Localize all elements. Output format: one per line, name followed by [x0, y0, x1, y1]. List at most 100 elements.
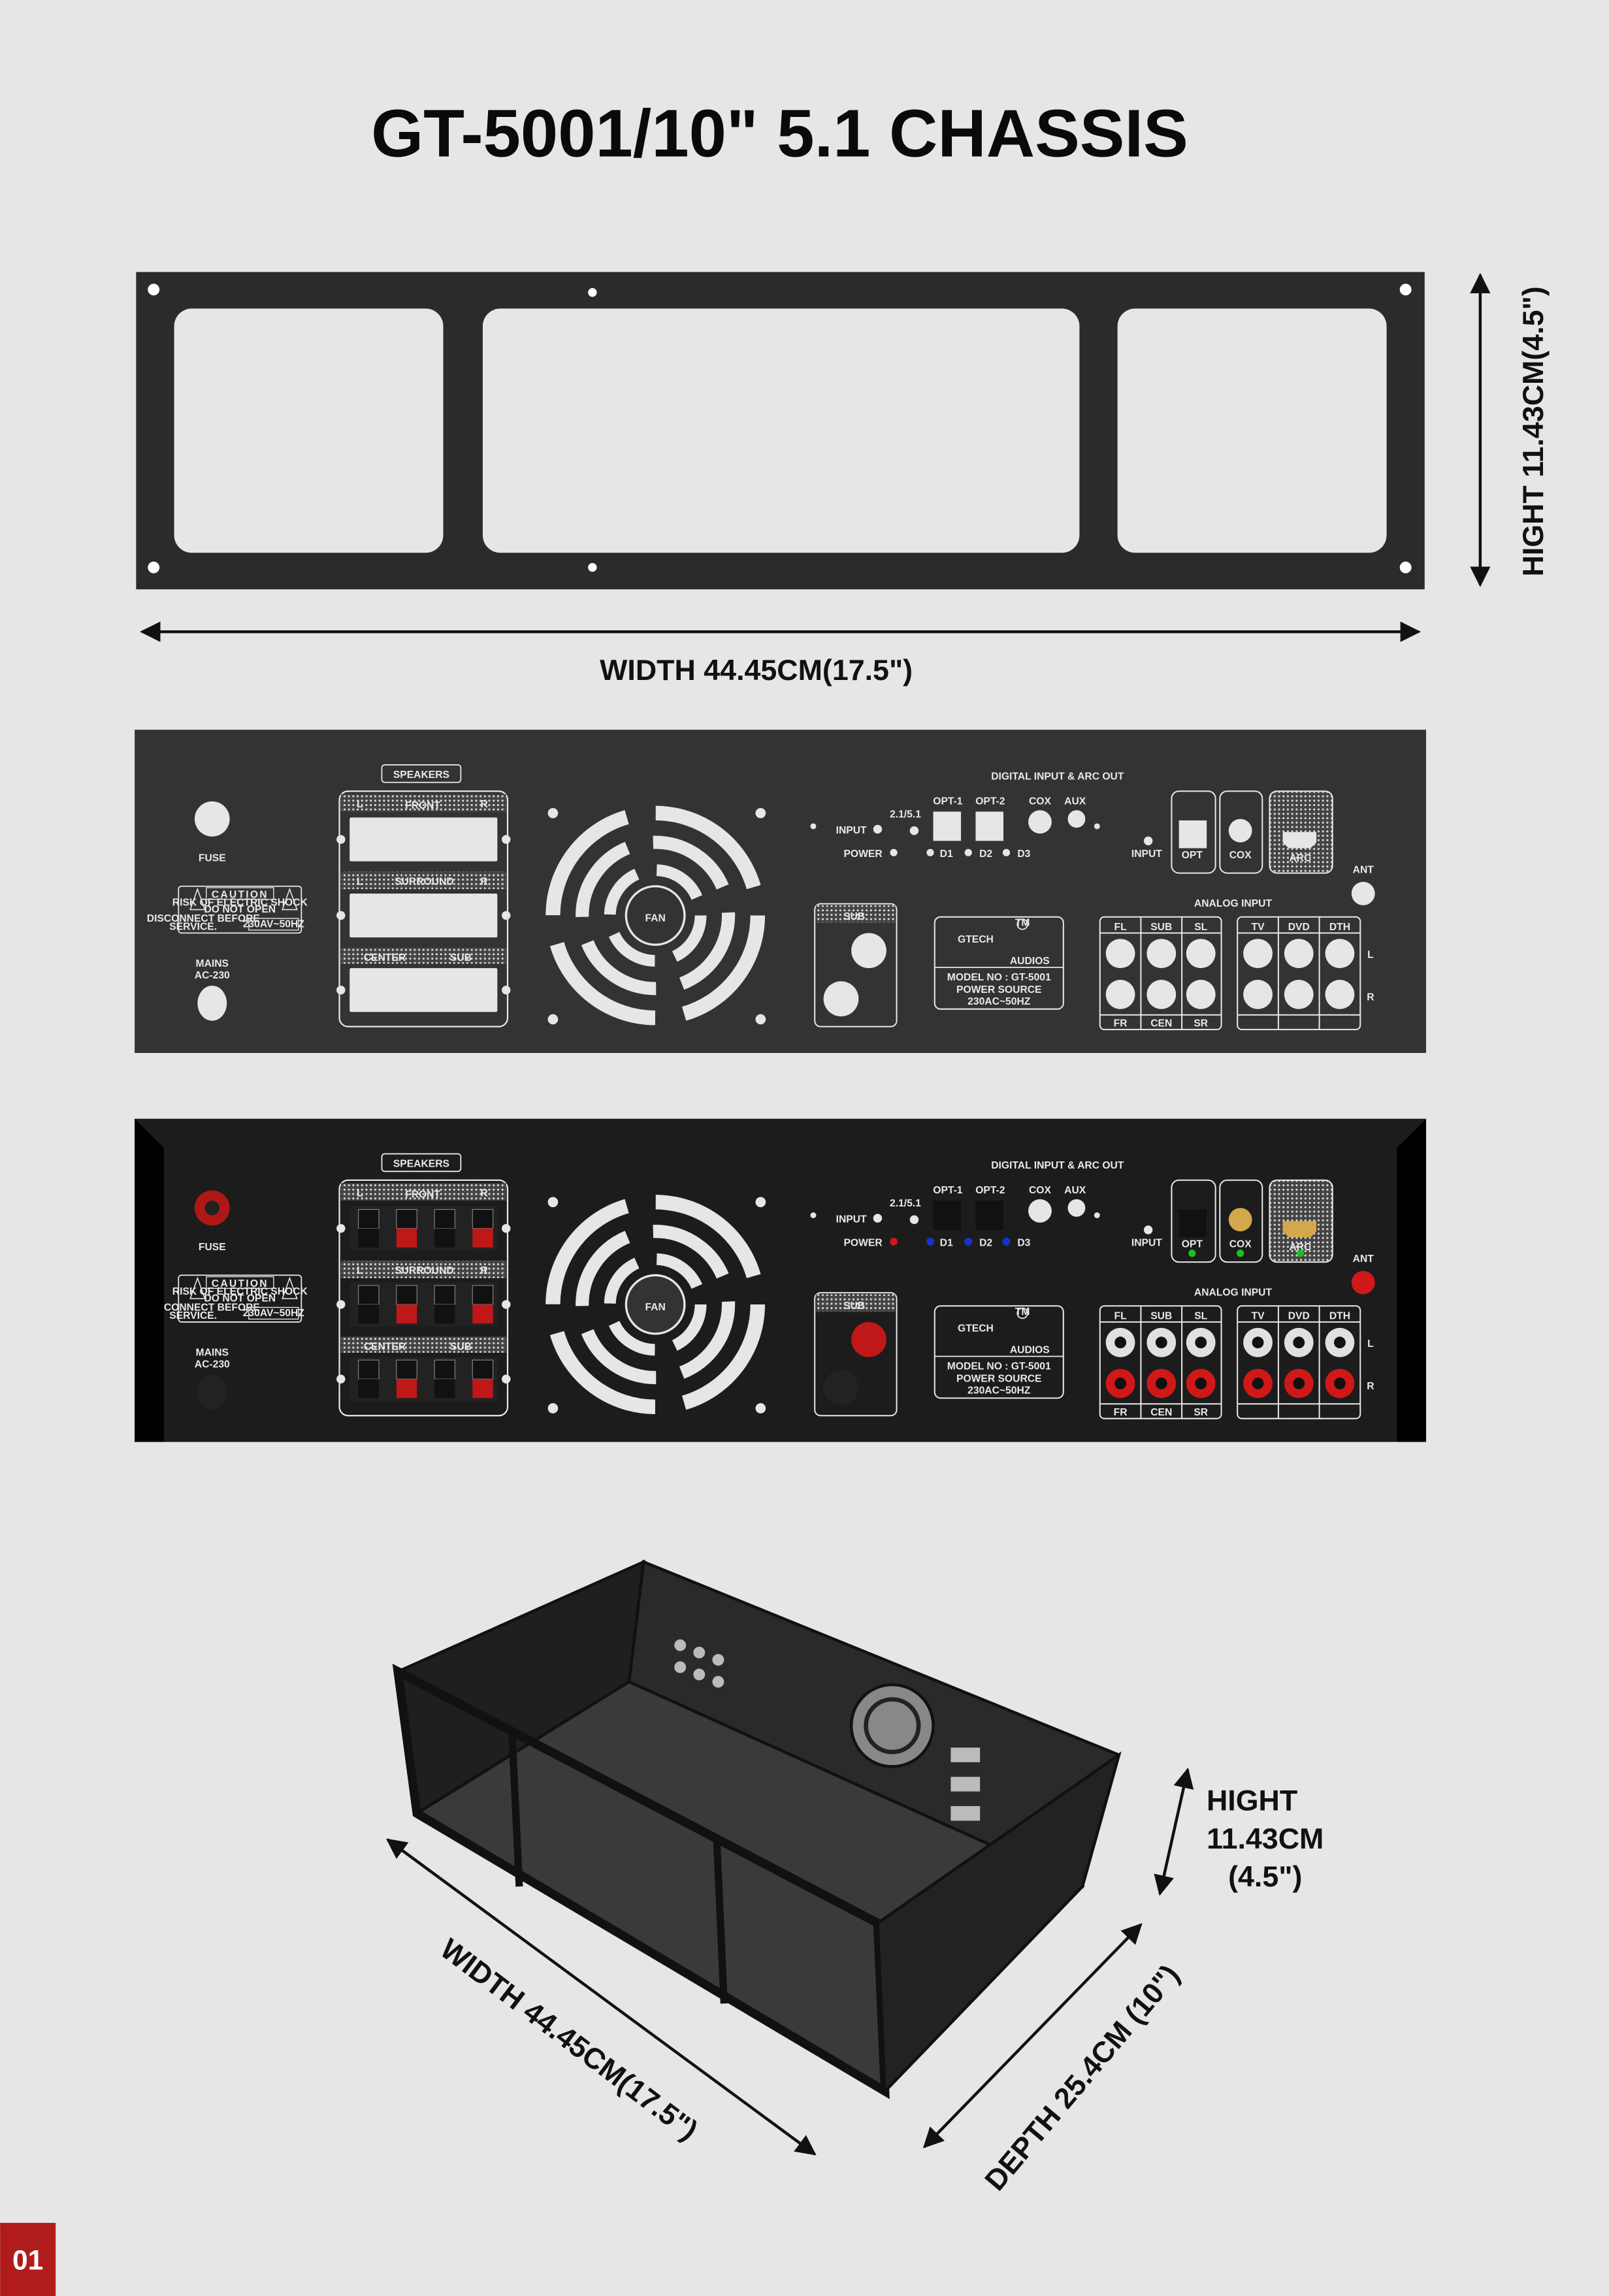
front-panel-diagram	[136, 272, 1425, 590]
fan-grille	[545, 805, 766, 1026]
rca-center	[1114, 1336, 1127, 1349]
chassis-height-arrow	[1154, 1767, 1194, 1896]
sub-out-label: SUB	[843, 1301, 865, 1312]
sl-label: SL	[1194, 1310, 1207, 1321]
input-led-label: INPUT	[836, 825, 867, 836]
front-right-marker: R	[481, 799, 488, 810]
speaker-terminal-clip	[358, 1228, 379, 1248]
opt-out-label: OPT	[1182, 850, 1203, 861]
rca-center	[1155, 1336, 1167, 1349]
dth-label: DTH	[1329, 922, 1350, 933]
fan-grille	[545, 1195, 766, 1414]
aux-label: AUX	[1064, 796, 1086, 807]
d1-label: D1	[940, 1238, 953, 1249]
rca-center	[1333, 1336, 1346, 1349]
power-source-label: POWER SOURCE	[956, 984, 1041, 995]
arc-input-label: INPUT	[1131, 1238, 1162, 1249]
speaker-terminal	[396, 1208, 417, 1229]
trademark: TM	[1015, 1306, 1030, 1318]
rca-jacks	[1105, 939, 1355, 1009]
power-rating: 230AC~50HZ	[967, 1385, 1031, 1397]
speaker-terminal-clip	[358, 1304, 379, 1324]
chassis-height-label-3: (4.5")	[1228, 1860, 1302, 1893]
caution-label: CAUTION RISK OF ELECTRIC SHOCK DO NOT OP…	[147, 1274, 308, 1323]
speaker-terminal-clip	[472, 1304, 493, 1324]
sub-out-label: SUB	[843, 911, 865, 922]
input-led	[964, 1238, 972, 1246]
mains-voltage-label: AC-230	[195, 970, 230, 981]
page-title: GT-5001/10" 5.1 CHASSIS	[371, 96, 1188, 171]
caution-line-1: RISK OF ELECTRIC SHOCK	[172, 1286, 308, 1297]
antenna-port	[1351, 1270, 1375, 1295]
caution-disconnect: DISCONNECT BEFORE	[147, 1302, 260, 1314]
speaker-terminal	[434, 1285, 455, 1305]
front-height-label: HIGHT 11.43CM(4.5")	[1517, 286, 1550, 576]
mains-label: MAINS	[196, 1347, 229, 1358]
front-left-marker: L	[357, 799, 363, 810]
mode-label: 2.1/5.1	[890, 809, 921, 820]
rear-panel-photo: FUSE CAUTION RISK OF ELECTRIC SHOCK DO N…	[135, 1118, 1427, 1442]
opt1-label: OPT-1	[933, 1185, 963, 1196]
brand-name: GTECH	[958, 1323, 994, 1334]
dvd-label: DVD	[1288, 922, 1310, 933]
cox-label: COX	[1029, 796, 1051, 807]
d1-label: D1	[940, 849, 953, 860]
power-rating: 230AC~50HZ	[967, 996, 1031, 1007]
sr-label: SR	[1194, 1407, 1208, 1418]
rca-center	[1252, 1378, 1264, 1389]
speaker-block	[338, 790, 509, 1027]
tv-label: TV	[1252, 922, 1265, 933]
chassis-width-arrow	[385, 1838, 817, 2156]
speaker-terminal	[358, 1359, 380, 1380]
chassis-depth-arrow	[922, 1923, 1143, 2148]
status-led	[1237, 1250, 1244, 1257]
speaker-terminal-clip	[396, 1379, 417, 1399]
arc-label: ARC	[1290, 1242, 1312, 1253]
hdmi-arc-port	[1282, 832, 1317, 849]
center-speaker-label: CENTER	[364, 1341, 406, 1352]
fuse-label: FUSE	[199, 1242, 226, 1253]
mains-socket	[197, 1374, 227, 1410]
digital-input-title: DIGITAL INPUT & ARC OUT	[991, 1160, 1124, 1171]
dvd-label: DVD	[1288, 1310, 1310, 1321]
opt2-label: OPT-2	[975, 796, 1005, 807]
center-speaker-label: CENTER	[364, 952, 406, 963]
sub-in-label: SUB	[1150, 922, 1172, 933]
rca-center	[1195, 1378, 1207, 1389]
input-led-label: INPUT	[836, 1214, 867, 1225]
surround-right-marker: R	[481, 1265, 488, 1276]
opt-out-label: OPT	[1182, 1239, 1203, 1250]
speaker-terminal-cutouts	[349, 817, 498, 1012]
power-led-label: POWER	[843, 849, 882, 860]
fan-label: FAN	[645, 913, 665, 924]
surround-left-marker: L	[357, 877, 363, 888]
speakers-label: SPEAKERS	[393, 769, 449, 781]
fl-label: FL	[1114, 922, 1128, 933]
fuse-hole	[194, 801, 230, 837]
power-led	[890, 1238, 898, 1246]
speaker-terminal	[472, 1285, 494, 1305]
left-channel-label: L	[1367, 1338, 1374, 1350]
left-channel-label: L	[1367, 949, 1374, 960]
front-right-marker: R	[481, 1188, 488, 1199]
sr-label: SR	[1194, 1018, 1208, 1029]
ant-label: ANT	[1353, 865, 1374, 876]
brand-name: GTECH	[958, 934, 994, 945]
speaker-terminal	[472, 1359, 494, 1380]
input-led	[1002, 1238, 1011, 1246]
cox-port	[1228, 818, 1252, 843]
caution-line-2: DO NOT OPEN	[204, 904, 276, 915]
right-channel-label: R	[1367, 992, 1374, 1003]
d2-label: D2	[979, 1238, 992, 1249]
surround-right-marker: R	[481, 877, 488, 888]
speaker-terminal-clip	[358, 1379, 379, 1399]
rca-center	[1114, 1378, 1127, 1389]
speaker-terminal-clip	[472, 1379, 493, 1399]
cox-label: COX	[1029, 1185, 1051, 1196]
mounting-holes	[148, 283, 1412, 574]
dth-label: DTH	[1329, 1310, 1350, 1321]
arc-label: ARC	[1290, 853, 1312, 864]
caution-line-1: RISK OF ELECTRIC SHOCK	[172, 897, 308, 909]
chassis-height-label-2: 11.43CM	[1207, 1822, 1324, 1855]
surround-left-marker: L	[357, 1265, 363, 1276]
